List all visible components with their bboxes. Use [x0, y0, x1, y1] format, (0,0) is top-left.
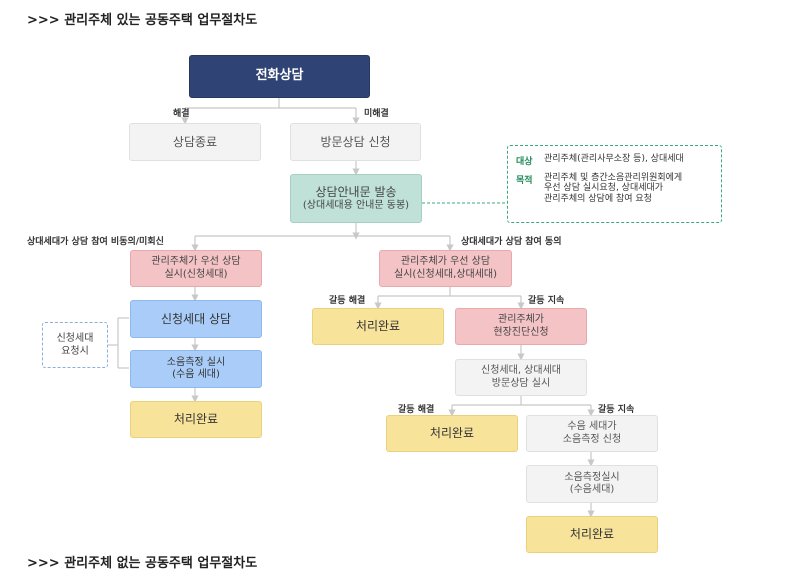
- visit-both-node: 신청세대, 상대세대 방문상담 실시: [455, 359, 587, 396]
- left-priority-consult-node: 관리주체가 우선 상담 실시(신청세대): [130, 250, 262, 287]
- conflict-resolved-label: 갈등 해결: [329, 296, 366, 306]
- purpose-line: 우선 상담 실시요청, 상대세대가: [544, 183, 664, 194]
- conflict-continues-label: 갈등 지속: [528, 296, 565, 306]
- decline-label: 상대세대가 상담 참여 비동의/미회신: [27, 237, 164, 247]
- page-title: >>> 관리주체 있는 공동주택 업무절차도: [27, 13, 258, 28]
- phone-consult-node: 전화상담: [189, 55, 370, 98]
- unresolved-label: 미해결: [364, 109, 389, 119]
- agree-label: 상대세대가 상담 참여 동의: [461, 237, 562, 247]
- target-key: 대상: [516, 157, 533, 167]
- onsite-diagnosis-node: 관리주체가 현장진단신청: [455, 308, 587, 345]
- noise-measure-node: 소음측정 실시 (수음 세대): [130, 350, 262, 388]
- conflict-continues-label: 갈등 지속: [598, 405, 635, 415]
- consult-end-node: 상담종료: [129, 123, 261, 161]
- lower-done-node: 처리완료: [386, 415, 518, 452]
- visit-request-node: 방문상담 신청: [290, 123, 421, 161]
- bottom-title: >>> 관리주체 없는 공동주택 업무절차도: [27, 556, 258, 571]
- receiver-request-node: 수음 세대가 소음측정 신청: [526, 415, 658, 452]
- resolved-label: 해결: [173, 109, 190, 119]
- applicant-consult-node: 신청세대 상담: [130, 300, 262, 338]
- target-value: 관리주체(관리사무소장 등), 상대세대: [544, 154, 684, 164]
- left-done-node: 처리완료: [130, 401, 262, 438]
- side-note-box: 신청세대 요청시: [42, 322, 108, 368]
- notice-node: 상담안내문 발송 (상대세대용 안내문 동봉): [290, 174, 422, 223]
- mid-done-node: 처리완료: [312, 308, 444, 345]
- conflict-resolved-label: 갈등 해결: [398, 405, 435, 415]
- purpose-line: 관리주체 및 층간소음관리위원회에게: [544, 173, 683, 183]
- purpose-key: 목적: [516, 176, 533, 186]
- info-box: 대상 관리주체(관리사무소장 등), 상대세대 목적 관리주체 및 층간소음관리…: [507, 145, 722, 223]
- purpose-line: 관리주체의 상담에 참여 요청: [544, 193, 652, 204]
- measure-node: 소음측정실시 (수음세대): [526, 465, 658, 503]
- final-done-node: 처리완료: [526, 516, 658, 553]
- right-priority-consult-node: 관리주체가 우선 상담 실시(신청세대,상대세대): [379, 250, 512, 287]
